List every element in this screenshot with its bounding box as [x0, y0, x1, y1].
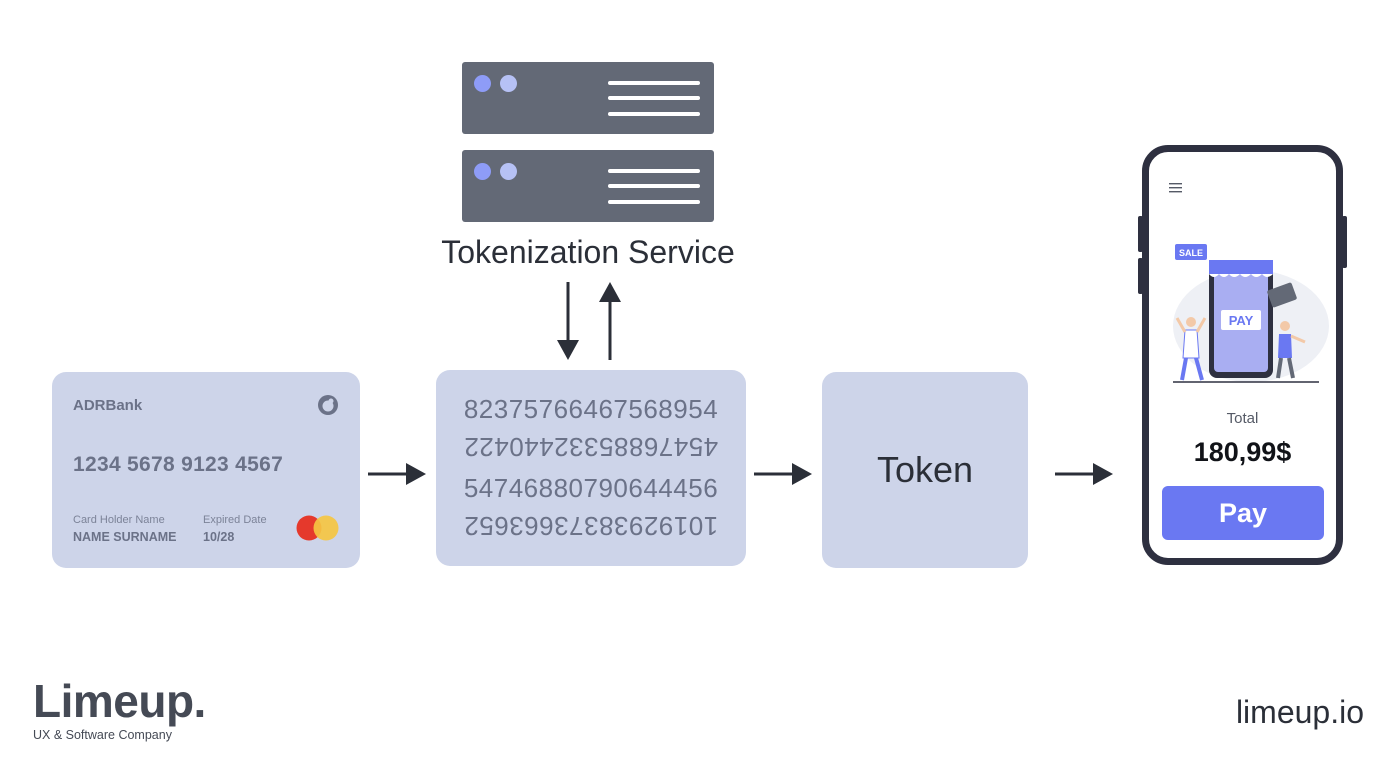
phone-side-button [1342, 216, 1347, 268]
card-holder-value: NAME SURNAME [73, 530, 177, 544]
token-row-1: 82375766467568954 [463, 394, 719, 424]
arrow-down-icon [557, 282, 579, 360]
mastercard-icon [296, 515, 339, 541]
arrow-up-icon [599, 282, 621, 360]
expiry-value: 10/28 [203, 530, 235, 544]
tokenized-data-box: 82375766467568954 45476885332440422 5474… [436, 370, 746, 566]
bank-chip-icon [318, 395, 338, 415]
shopping-illustration: SALE PAY [1173, 244, 1329, 383]
tokenization-service-title: Tokenization Service [441, 234, 735, 270]
bidirectional-arrows [557, 282, 621, 360]
arrow-right-icon [368, 463, 426, 485]
server-icon-bottom [462, 150, 714, 222]
arrow-right-icon [754, 463, 812, 485]
arrow-right-icon [1055, 463, 1113, 485]
bank-name: ADRBank [73, 397, 143, 414]
token-row-4-flipped: 10192938373663652 [463, 511, 719, 541]
token-box: Token [822, 372, 1028, 568]
expiry-label: Expired Date [203, 514, 267, 526]
sale-badge-text: SALE [1179, 248, 1203, 258]
token-row-2-flipped: 45476885332440422 [463, 432, 719, 462]
website-url: limeup.io [1235, 694, 1364, 730]
hamburger-menu-icon[interactable] [1169, 182, 1183, 194]
server-icon-top [462, 62, 714, 134]
limeup-logo: Limeup. [33, 675, 206, 727]
server-led [500, 163, 517, 180]
total-label: Total [1226, 410, 1259, 427]
credit-card: ADRBank 1234 5678 9123 4567 Card Holder … [52, 372, 360, 568]
server-led [500, 75, 517, 92]
card-number: 1234 5678 9123 4567 [73, 453, 284, 476]
card-holder-label: Card Holder Name [73, 514, 165, 526]
server-led [474, 75, 491, 92]
phone-side-button [1138, 258, 1143, 294]
server-led [474, 163, 491, 180]
token-label: Token [876, 449, 974, 490]
pay-sign-text: PAY [1229, 313, 1254, 328]
token-row-3: 54746880790644456 [463, 473, 719, 503]
phone-mockup: SALE PAY Total 180,99$ Pay [1138, 145, 1347, 565]
phone-side-button [1138, 216, 1143, 252]
total-amount: 180,99$ [1193, 437, 1292, 467]
pay-button[interactable]: Pay [1162, 486, 1324, 540]
logo-tagline: UX & Software Company [33, 728, 172, 742]
